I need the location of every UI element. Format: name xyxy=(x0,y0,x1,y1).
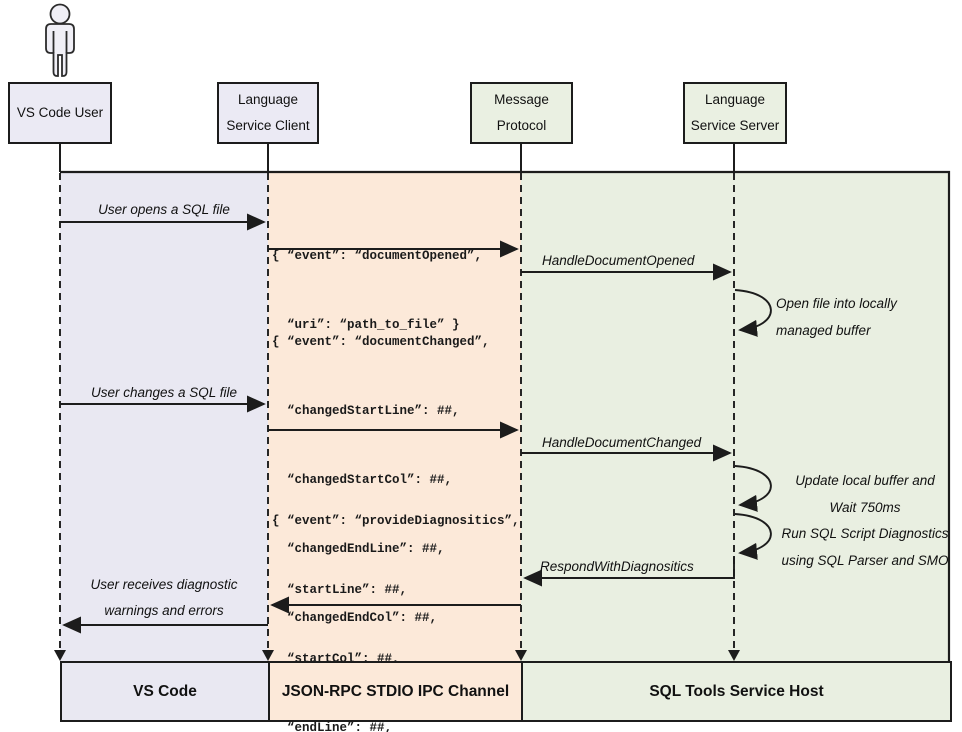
footer-vscode: VS Code xyxy=(60,661,270,722)
participant-label-line2: Service Server xyxy=(690,118,780,133)
participant-label: VS Code User xyxy=(16,105,104,120)
footer-label: VS Code xyxy=(133,682,197,700)
message-user-changes-sql-file: User changes a SQL file xyxy=(90,385,238,400)
participant-label-line2: Protocol xyxy=(496,118,547,133)
note-line: Run SQL Script Diagnostics xyxy=(781,526,949,541)
payload-line: “endLine”: ##, xyxy=(272,721,393,732)
participant-label-line1: Message xyxy=(494,92,549,107)
note-run-sql-diagnostics: Run SQL Script Diagnostics using SQL Par… xyxy=(758,520,962,574)
participant-language-service-server: Language Service Server xyxy=(683,82,787,144)
footer-sql-tools-service-host: SQL Tools Service Host xyxy=(521,661,952,722)
participant-label-line1: Language xyxy=(704,92,766,107)
message-line: User receives diagnostic xyxy=(90,577,238,592)
note-line: Update local buffer and xyxy=(795,473,935,488)
payload-line: { “event”: “provideDiagnositics”, xyxy=(272,514,520,528)
footer-label: SQL Tools Service Host xyxy=(649,682,824,700)
lifeline-stubs xyxy=(59,144,735,172)
note-update-buffer-wait: Update local buffer and Wait 750ms xyxy=(758,467,962,521)
lane-service-host xyxy=(521,172,950,663)
message-respond-with-diagnostics: RespondWithDiagnositics xyxy=(540,559,694,574)
note-line: Open file into locally xyxy=(776,296,897,311)
note-line: managed buffer xyxy=(776,323,871,338)
participant-language-service-client: Language Service Client xyxy=(217,82,319,144)
participant-vscode-user: VS Code User xyxy=(8,82,112,144)
message-user-opens-sql-file: User opens a SQL file xyxy=(98,202,230,217)
note-open-file-buffer: Open file into locally managed buffer xyxy=(776,290,897,344)
user-actor-icon xyxy=(45,3,75,77)
participant-label-line2: Service Client xyxy=(226,118,310,133)
payload-provide-diagnostics: { “event”: “provideDiagnositics”, “start… xyxy=(272,464,520,732)
participant-message-protocol: Message Protocol xyxy=(470,82,573,144)
payload-line: { “event”: “documentChanged”, xyxy=(272,335,490,349)
payload-line: “changedStartCol”: ##, xyxy=(272,473,453,487)
footer-json-rpc-channel: JSON-RPC STDIO IPC Channel xyxy=(268,661,523,722)
note-line: using SQL Parser and SMO xyxy=(781,553,949,568)
message-handle-document-opened: HandleDocumentOpened xyxy=(542,253,695,268)
payload-line: “changedEndLine”: ##, xyxy=(272,542,445,556)
payload-line: “changedEndCol”: ##, xyxy=(272,611,438,625)
message-user-receives-diagnostics: User receives diagnostic warnings and er… xyxy=(60,572,268,624)
payload-line: “startLine”: ##, xyxy=(272,583,408,597)
message-handle-document-changed: HandleDocumentChanged xyxy=(542,435,702,450)
note-line: Wait 750ms xyxy=(829,500,901,515)
payload-line: “uri”: “path_to_file” } xyxy=(272,318,460,332)
footer-label: JSON-RPC STDIO IPC Channel xyxy=(281,682,510,700)
message-line: warnings and errors xyxy=(104,603,224,618)
payload-document-opened: { “event”: “documentOpened”, “uri”: “pat… xyxy=(272,199,482,383)
participant-label-line1: Language xyxy=(237,92,299,107)
payload-line: “changedStartLine”: ##, xyxy=(272,404,460,418)
payload-line: { “event”: “documentOpened”, xyxy=(272,249,483,263)
